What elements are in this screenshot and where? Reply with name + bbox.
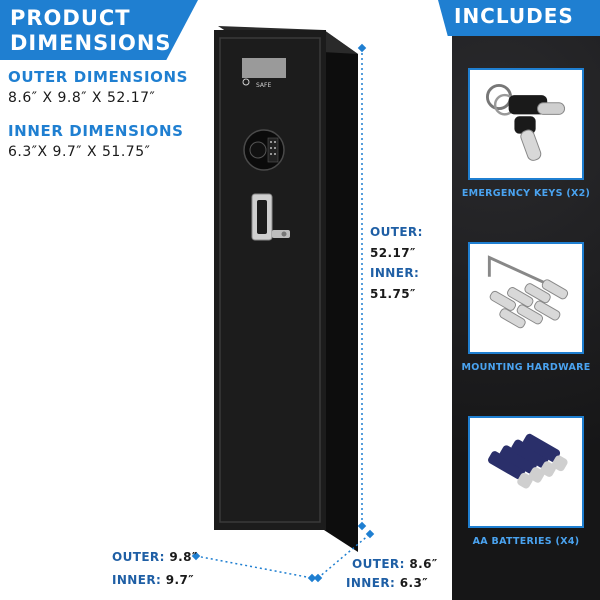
- include-item-batteries: AA BATTERIES (X4): [468, 416, 584, 547]
- height-outer-value: 52.17″: [370, 246, 416, 260]
- include-item-keys: EMERGENCY KEYS (X2): [462, 68, 590, 199]
- title-banner: PRODUCT DIMENSIONS: [0, 0, 198, 60]
- inner-dimensions-heading: INNER DIMENSIONS: [8, 122, 184, 140]
- include-caption-batteries: AA BATTERIES (X4): [472, 536, 580, 547]
- batteries-icon: [468, 416, 584, 528]
- title-line-1: PRODUCT: [10, 6, 131, 30]
- width-outer-label: OUTER:: [112, 550, 165, 564]
- include-caption-mounting-hardware: MOUNTING HARDWARE: [461, 362, 591, 373]
- keys-icon: [468, 68, 584, 180]
- width-inner-label: INNER:: [112, 573, 162, 587]
- title-line-2: DIMENSIONS: [10, 31, 172, 55]
- width-inner-value: 9.7″: [165, 573, 194, 587]
- width-outer-label-group: OUTER: 9.8″: [112, 550, 198, 564]
- depth-inner-label-group: INNER: 6.3″: [346, 576, 428, 590]
- inner-dimensions-block: INNER DIMENSIONS 6.3″X 9.7″ X 51.75″: [8, 122, 184, 160]
- height-inner-value: 51.75″: [370, 287, 416, 301]
- width-outer-value: 9.8″: [169, 550, 198, 564]
- include-caption-keys: EMERGENCY KEYS (X2): [461, 188, 591, 199]
- safe-brand-text: SAFE: [256, 82, 271, 89]
- depth-outer-label: OUTER:: [352, 557, 405, 571]
- depth-inner-value: 6.3″: [399, 576, 428, 590]
- mounting-hardware-icon: [468, 242, 584, 354]
- depth-outer-label-group: OUTER: 8.6″: [352, 557, 438, 571]
- height-inner-label: INNER:: [370, 266, 420, 280]
- depth-outer-value: 8.6″: [409, 557, 438, 571]
- outer-dimensions-heading: OUTER DIMENSIONS: [8, 68, 189, 86]
- outer-dimensions-value: 8.6″ X 9.8″ X 52.17″: [8, 90, 156, 106]
- inner-dimensions-value: 6.3″X 9.7″ X 51.75″: [8, 144, 151, 160]
- includes-heading: INCLUDES: [438, 0, 600, 36]
- include-item-mounting-hardware: MOUNTING HARDWARE: [461, 242, 590, 373]
- width-inner-label-group: INNER: 9.7″: [112, 573, 194, 587]
- gun-safe-image: SAFE: [212, 24, 358, 552]
- height-outer-label: OUTER:: [370, 225, 423, 239]
- outer-dimensions-block: OUTER DIMENSIONS 8.6″ X 9.8″ X 52.17″: [8, 68, 188, 106]
- depth-inner-label: INNER:: [346, 576, 396, 590]
